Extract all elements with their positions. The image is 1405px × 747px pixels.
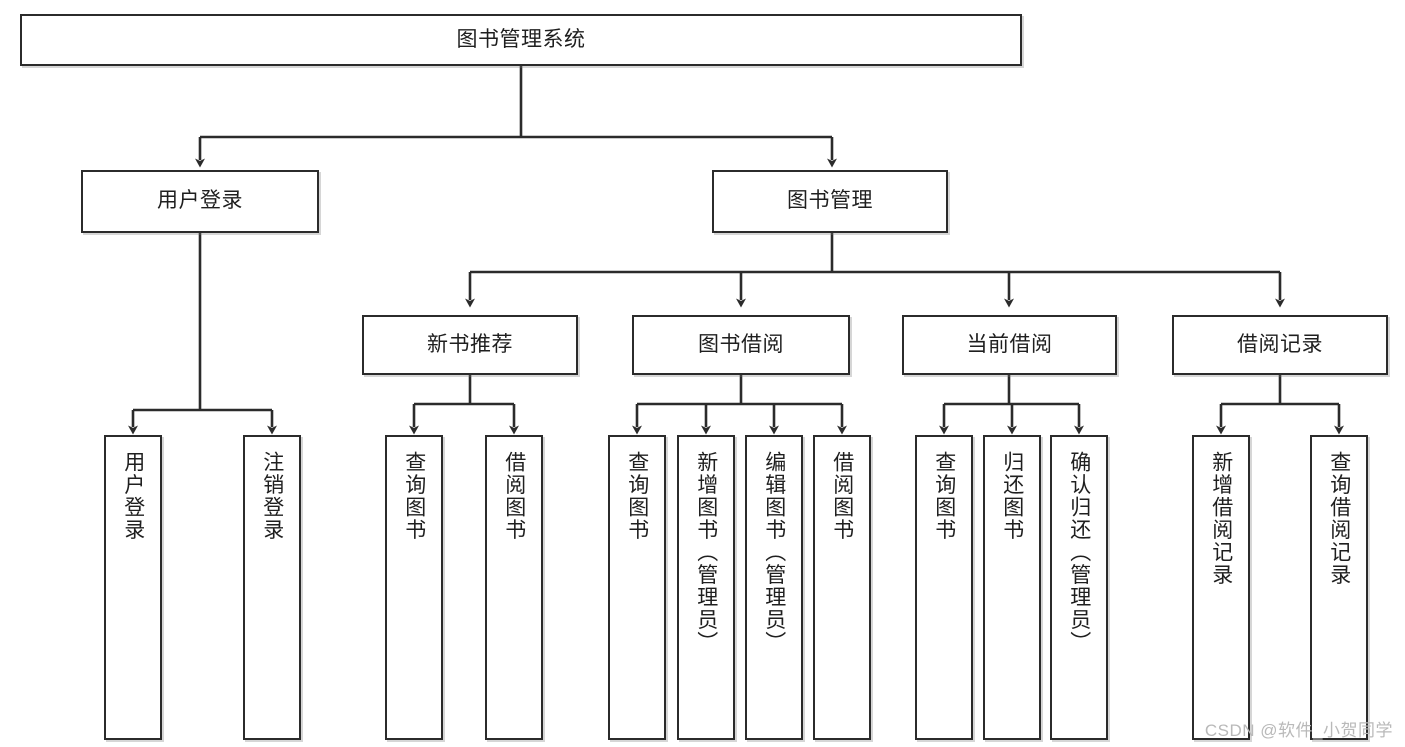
node-leaf-borrow-book-rec[interactable]: 借阅图书 <box>485 435 543 740</box>
node-leaf-logout-label: 注销登录 <box>260 451 284 541</box>
node-leaf-return-book[interactable]: 归还图书 <box>983 435 1041 740</box>
node-user-login[interactable]: 用户登录 <box>81 170 319 233</box>
node-leaf-add-record[interactable]: 新增借阅记录 <box>1192 435 1250 740</box>
node-leaf-query-record[interactable]: 查询借阅记录 <box>1310 435 1368 740</box>
node-new-book-rec[interactable]: 新书推荐 <box>362 315 578 375</box>
node-leaf-query-book-cur[interactable]: 查询图书 <box>915 435 973 740</box>
node-book-borrow[interactable]: 图书借阅 <box>632 315 850 375</box>
node-book-manage-label: 图书管理 <box>787 189 873 213</box>
node-leaf-edit-book[interactable]: 编辑图书（管理员） <box>745 435 803 740</box>
watermark-text: CSDN @软件_小贺同学 <box>1204 721 1393 740</box>
node-leaf-borrow-book[interactable]: 借阅图书 <box>813 435 871 740</box>
node-borrow-record-label: 借阅记录 <box>1237 332 1323 356</box>
node-leaf-confirm-return[interactable]: 确认归还（管理员） <box>1050 435 1108 740</box>
node-leaf-borrow-book-label: 借阅图书 <box>830 451 854 541</box>
node-leaf-add-book-label: 新增图书（管理员） <box>694 451 718 654</box>
node-leaf-return-book-label: 归还图书 <box>1000 451 1024 541</box>
node-leaf-query-book-cur-label: 查询图书 <box>932 451 956 541</box>
node-borrow-record[interactable]: 借阅记录 <box>1172 315 1388 375</box>
node-leaf-edit-book-label: 编辑图书（管理员） <box>762 451 786 654</box>
node-root-label: 图书管理系统 <box>456 27 586 51</box>
node-leaf-query-book-borrow-label: 查询图书 <box>625 451 649 541</box>
node-leaf-query-book-borrow[interactable]: 查询图书 <box>608 435 666 740</box>
node-current-borrow[interactable]: 当前借阅 <box>902 315 1117 375</box>
node-user-login-label: 用户登录 <box>157 189 243 213</box>
node-leaf-user-login-label: 用户登录 <box>121 451 145 541</box>
node-leaf-query-record-label: 查询借阅记录 <box>1327 451 1351 586</box>
node-leaf-add-record-label: 新增借阅记录 <box>1209 451 1233 586</box>
node-root[interactable]: 图书管理系统 <box>20 14 1022 66</box>
node-leaf-query-book-rec[interactable]: 查询图书 <box>385 435 443 740</box>
node-leaf-add-book[interactable]: 新增图书（管理员） <box>677 435 735 740</box>
node-book-manage[interactable]: 图书管理 <box>712 170 948 233</box>
node-current-borrow-label: 当前借阅 <box>966 332 1053 356</box>
node-book-borrow-label: 图书借阅 <box>698 332 784 356</box>
node-leaf-user-login[interactable]: 用户登录 <box>104 435 162 740</box>
node-leaf-logout[interactable]: 注销登录 <box>243 435 301 740</box>
node-leaf-query-book-rec-label: 查询图书 <box>402 451 426 541</box>
node-leaf-borrow-book-rec-label: 借阅图书 <box>502 451 526 541</box>
node-new-book-rec-label: 新书推荐 <box>427 332 513 356</box>
node-leaf-confirm-return-label: 确认归还（管理员） <box>1067 451 1091 654</box>
